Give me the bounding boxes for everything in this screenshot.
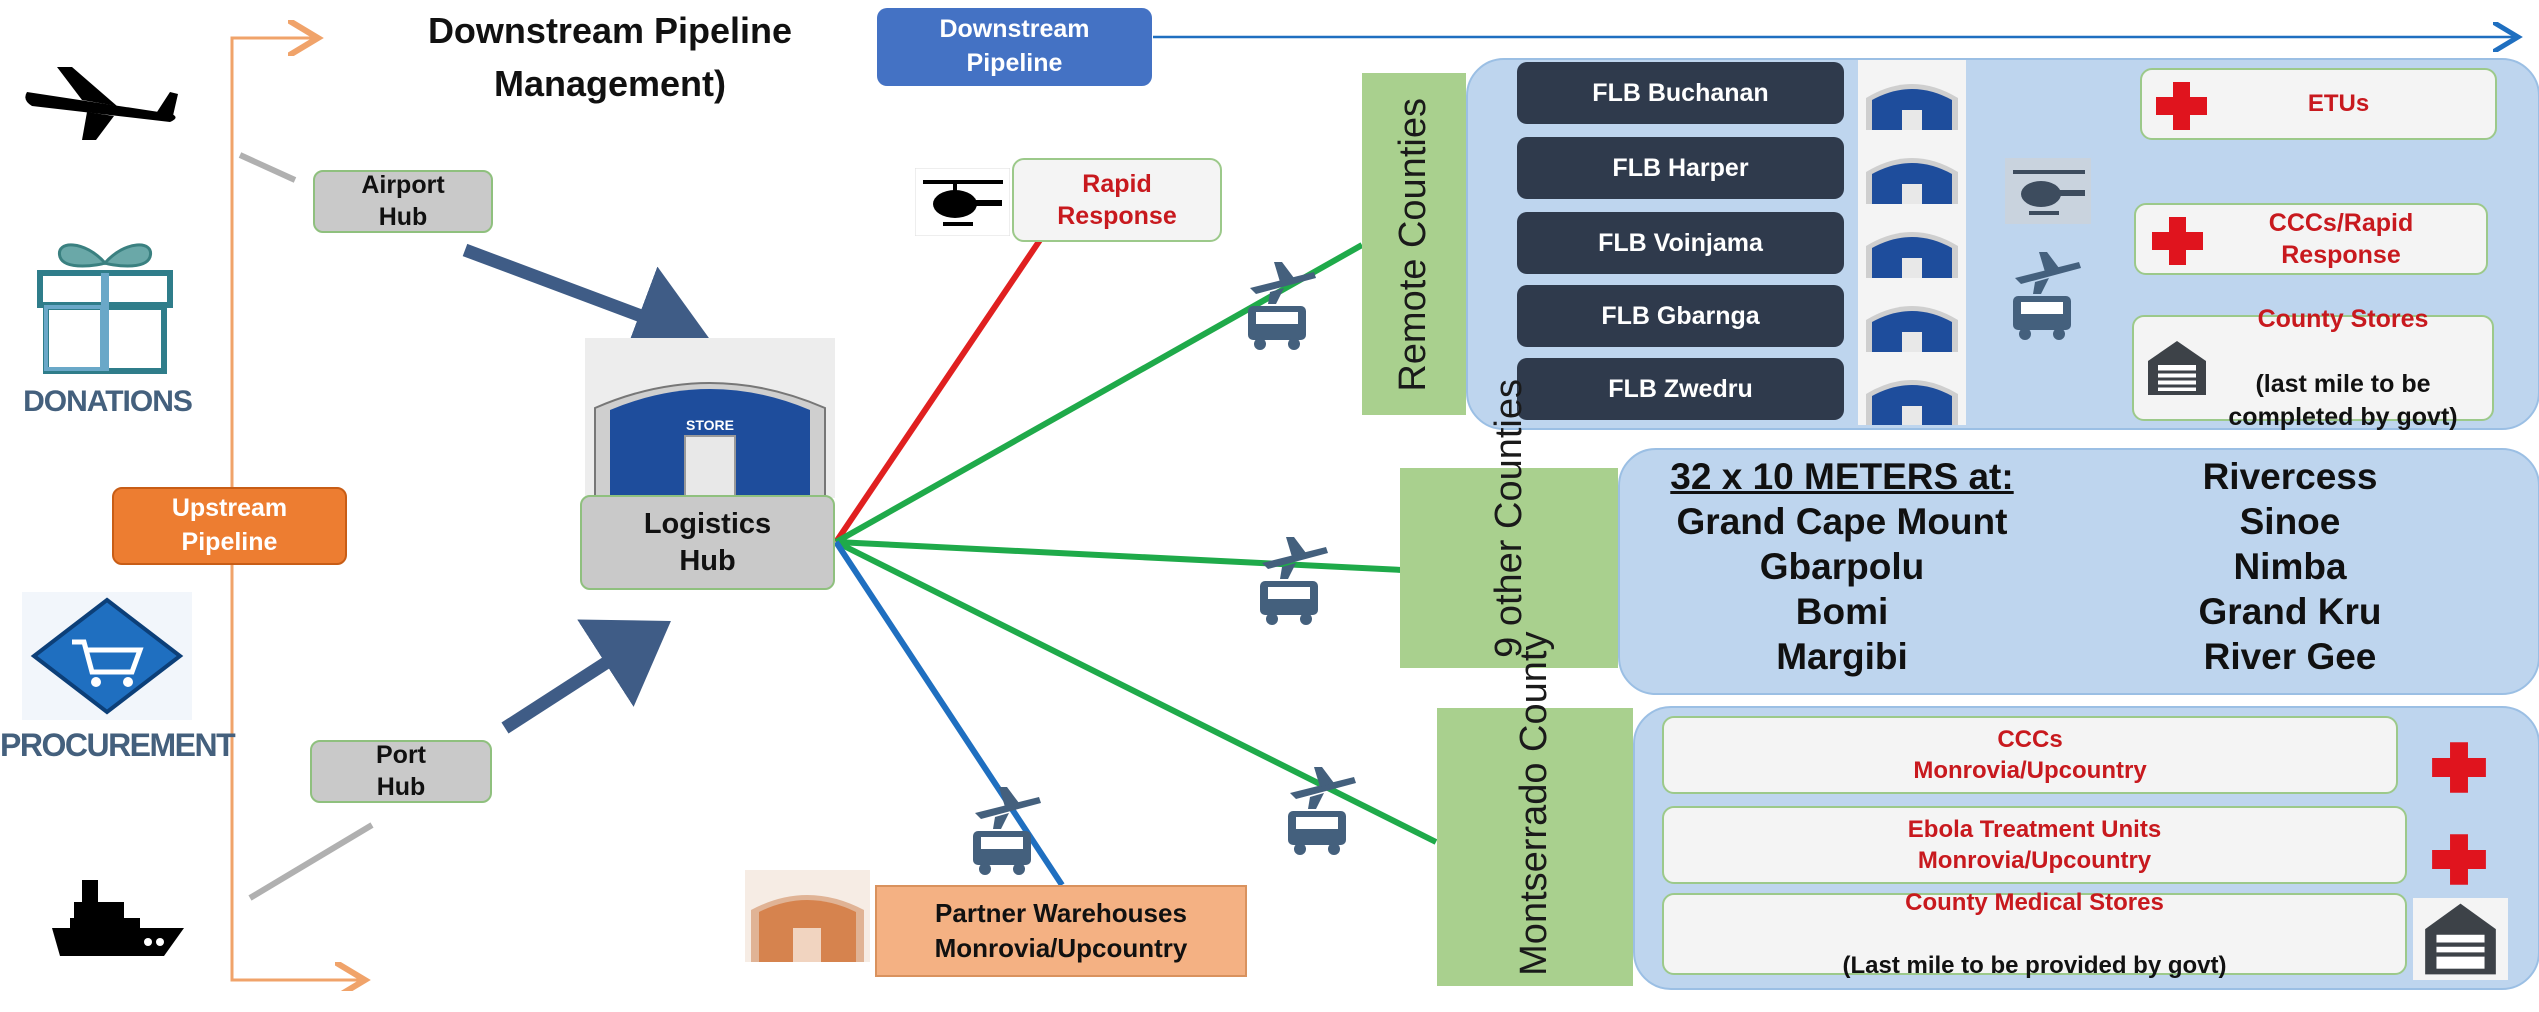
port-hub: Port Hub <box>310 740 492 803</box>
store-sign: STORE <box>686 417 734 433</box>
county-name: Nimba <box>2233 546 2347 587</box>
donations-label: DONATIONS <box>23 385 193 418</box>
plane-truck-icon <box>1248 262 1316 350</box>
montserrado-cms: County Medical Stores (Last mile to be p… <box>1662 889 2407 979</box>
airport-to-logistics-arrow <box>462 243 713 364</box>
montserrado-cccs: CCCs Monrovia/Upcountry <box>1662 716 2398 794</box>
plane-truck-icon <box>1260 537 1328 625</box>
flb-item: FLB Zwedru <box>1517 358 1844 420</box>
etus-box: ETUs <box>2140 68 2497 140</box>
montserrado-label: Montserrado County <box>1513 631 1556 976</box>
partner-warehouses: Partner Warehouses Monrovia/Upcountry <box>875 885 1247 977</box>
garage-icon <box>2425 903 2496 975</box>
cccs-rapid-label: CCCs/Rapid Response <box>2268 208 2414 270</box>
airplane-icon <box>25 67 178 140</box>
montserrado-label-bg: Montserrado County <box>1437 632 1633 986</box>
nine-counties-label-bg: 9 other Counties <box>1400 379 1618 668</box>
nine-counties-heading: 32 x 10 METERS at: <box>1670 456 2014 497</box>
flb-item: FLB Gbarnga <box>1517 285 1844 347</box>
remote-counties-label-bg: Remote Counties <box>1362 73 1466 415</box>
downstream-pipeline-label: Downstream Pipeline <box>877 8 1152 86</box>
warehouse-icon <box>1866 84 1958 425</box>
warehouse-icon-partner <box>745 870 870 962</box>
flb-item: FLB Buchanan <box>1517 62 1844 124</box>
county-name: Grand Cape Mount <box>1676 501 2008 542</box>
green-line-nine <box>835 539 1403 573</box>
flb-item: FLB Voinjama <box>1517 212 1844 274</box>
red-line <box>833 238 1043 544</box>
port-to-logistics-arrow <box>501 619 671 734</box>
store-icons-column <box>1858 60 1966 425</box>
montserrado-etu: Ebola Treatment Units Monrovia/Upcountry <box>1662 806 2407 884</box>
red-cross-icon <box>2156 82 2207 130</box>
cccs-rapid-box: CCCs/Rapid Response <box>2134 203 2488 275</box>
garage-icon <box>2148 341 2206 395</box>
plane-truck-icon <box>2013 252 2081 340</box>
cms-sub: (Last mile to be provided by govt) <box>1842 951 2227 979</box>
ship-icon <box>52 880 184 956</box>
warehouse-icon: STORE <box>585 338 835 498</box>
procurement-label: PROCUREMENT <box>0 727 236 763</box>
etus-label: ETUs <box>2307 90 2370 118</box>
county-name: River Gee <box>2203 636 2377 677</box>
county-name: Margibi <box>1776 636 1908 677</box>
county-stores-sub: (last mile to be completed by govt) <box>2228 370 2458 431</box>
page-title: Downstream Pipeline Management) <box>427 10 793 104</box>
remote-counties-label: Remote Counties <box>1392 98 1435 392</box>
upstream-pipeline-label: Upstream Pipeline <box>112 487 347 565</box>
gift-icon <box>37 243 173 374</box>
blue-line <box>833 540 1065 887</box>
helicopter-icon <box>2005 158 2091 224</box>
airport-hub: Airport Hub <box>313 170 493 233</box>
county-stores-title: County Stores <box>2257 305 2429 333</box>
flb-item: FLB Harper <box>1517 137 1844 199</box>
plane-truck-icon <box>1288 767 1356 855</box>
nine-counties-label: 9 other Counties <box>1488 379 1531 658</box>
helicopter-icon <box>915 168 1010 236</box>
green-line-montserrado <box>834 539 1438 845</box>
garage-icon-bg <box>2413 898 2508 980</box>
cart-icon <box>22 592 192 720</box>
logistics-hub: Logistics Hub <box>580 495 835 590</box>
county-name: Gbarpolu <box>1759 546 1925 587</box>
county-stores-box: County Stores (last mile to be completed… <box>2132 305 2494 431</box>
county-name: Bomi <box>1795 591 1889 632</box>
cms-title: County Medical Stores <box>1905 889 2164 917</box>
red-cross-icon <box>2432 834 2486 885</box>
red-cross-icon <box>2152 217 2203 265</box>
red-cross-icon <box>2432 742 2486 793</box>
county-name: Rivercess <box>2202 456 2378 497</box>
rapid-response: Rapid Response <box>1012 158 1222 242</box>
county-name: Sinoe <box>2239 501 2341 542</box>
nine-counties-panel <box>1618 448 2539 695</box>
county-name: Grand Kru <box>2198 591 2382 632</box>
plane-truck-icon <box>973 787 1041 875</box>
